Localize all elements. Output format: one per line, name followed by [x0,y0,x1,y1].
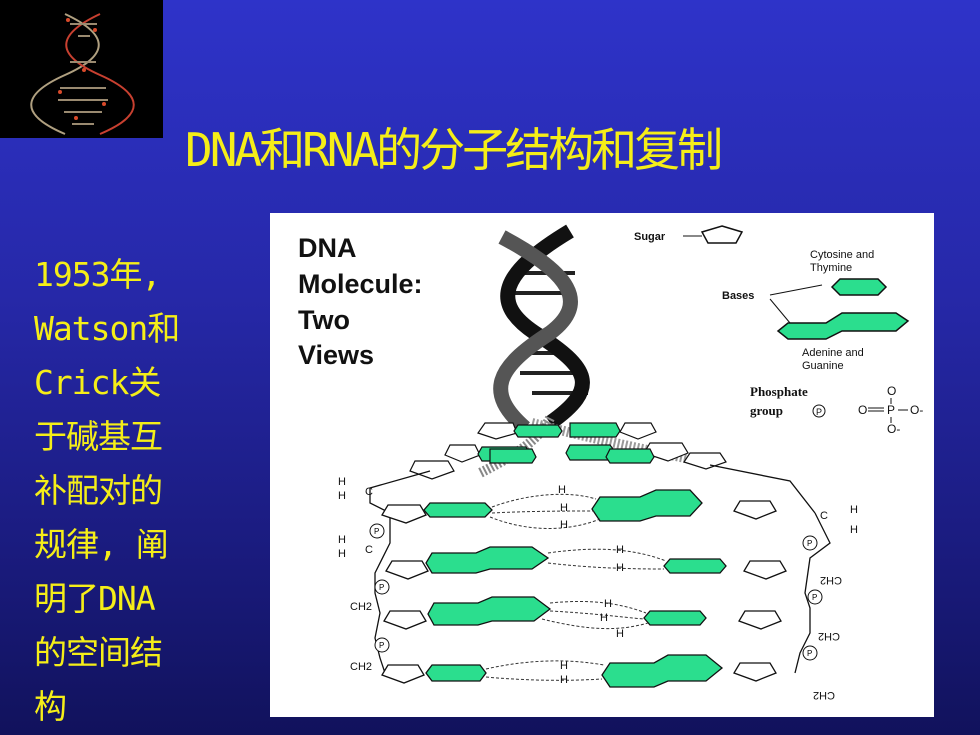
pyrimidine-base-icon [830,278,888,296]
atom-label: H [560,674,568,686]
atom-label: H [560,502,568,514]
figure-heading-line: DNA [298,233,357,263]
svg-text:P: P [379,641,384,650]
svg-text:P: P [807,649,812,658]
backbone-phosphates: P P P P P P [369,523,823,661]
legend-phosphate-line: Phosphate [750,384,808,399]
atom-label: C [820,510,828,522]
description-line: 规律, 阐 [34,525,169,564]
phosphate-icon [812,404,826,418]
ch2-label: CH2 [350,661,372,673]
ch2-label-rotated: CH2 [813,689,835,701]
phosphate-p: P [887,403,895,417]
left-description: 1953年, Watson和 Crick关 于碱基互 补配对的 规律, 阐 明了… [34,248,234,734]
ch2-label-rotated: CH2 [818,630,840,642]
phosphate-o-top: O [887,384,896,398]
atom-label: C [365,544,373,556]
dna-helix-logo-icon [30,13,135,135]
phosphate-structure: O O P O- O- [858,384,923,436]
svg-text:P: P [379,583,384,592]
description-line: 1953年, [34,255,161,294]
figure-heading-line: Molecule: [298,269,423,299]
sugar-phosphate-backbone [369,464,831,674]
phosphate-symbol: P [816,407,822,417]
description-line: 构 [34,687,67,726]
atom-label: H [558,484,566,496]
legend-ag-line: Guanine [802,360,844,372]
atom-label: H [600,612,608,624]
atom-label: H [616,562,624,574]
hydrogen-bonds [485,493,667,681]
upper-ladder [409,422,727,480]
phosphate-icon: P [374,637,390,653]
figure-heading-line: Views [298,340,374,370]
phosphate-icon: P [807,589,823,605]
legend: Sugar Cytosine and Thymine Bases Adenine… [634,225,923,436]
description-line: 明了DNA [34,579,156,618]
description-line: 于碱基互 [34,417,163,456]
base-pair-rows [381,489,787,688]
atom-label: H [338,490,346,502]
figure-heading-line: Two [298,305,350,335]
atom-label: H [338,548,346,560]
phosphate-o-bottom: O- [887,422,900,436]
legend-ag-line: Adenine and [802,347,864,359]
description-line: Watson和 [34,309,180,348]
description-line: 补配对的 [34,471,163,510]
atom-label: H [338,534,346,546]
description-line: 的空间结 [34,633,163,672]
phosphate-icon: P [802,645,818,661]
atom-label: H [338,476,346,488]
svg-text:P: P [812,593,817,602]
atom-label: H [560,660,568,672]
phosphate-icon: P [802,535,818,551]
dna-logo [0,0,163,138]
ch2-label-rotated: CH2 [820,574,842,586]
legend-sugar-label: Sugar [634,231,666,243]
dna-diagram: DNA Molecule: Two Views Sugar Cytosin [298,224,923,701]
description-line: Crick关 [34,363,161,402]
legend-phosphate-line: group [750,403,783,418]
phosphate-o-right: O- [910,403,923,417]
atom-label: H [616,628,624,640]
atom-label: H [850,524,858,536]
atom-label: H [850,504,858,516]
legend-ct-line: Cytosine and [810,249,874,261]
legend-bases-label: Bases [722,290,754,302]
dna-molecule-figure: DNA Molecule: Two Views Sugar Cytosin [270,213,934,717]
atom-label: H [604,598,612,610]
sugar-pentagon-icon [700,225,744,244]
svg-text:P: P [374,527,379,536]
phosphate-o-left: O [858,403,867,417]
legend-ct-line: Thymine [810,262,852,274]
atom-label: H [616,544,624,556]
slide-title: DNA和RNA的分子结构和复制 [185,123,723,177]
atom-label: H [560,519,568,531]
ch2-label: CH2 [350,601,372,613]
svg-text:P: P [807,539,812,548]
atom-label: C [365,486,373,498]
phosphate-icon: P [374,579,390,595]
purine-base-icon [776,312,910,340]
atom-labels: H H C H H H C H H H H C H H H H H H H CH… [338,476,858,701]
phosphate-icon: P [369,523,385,539]
